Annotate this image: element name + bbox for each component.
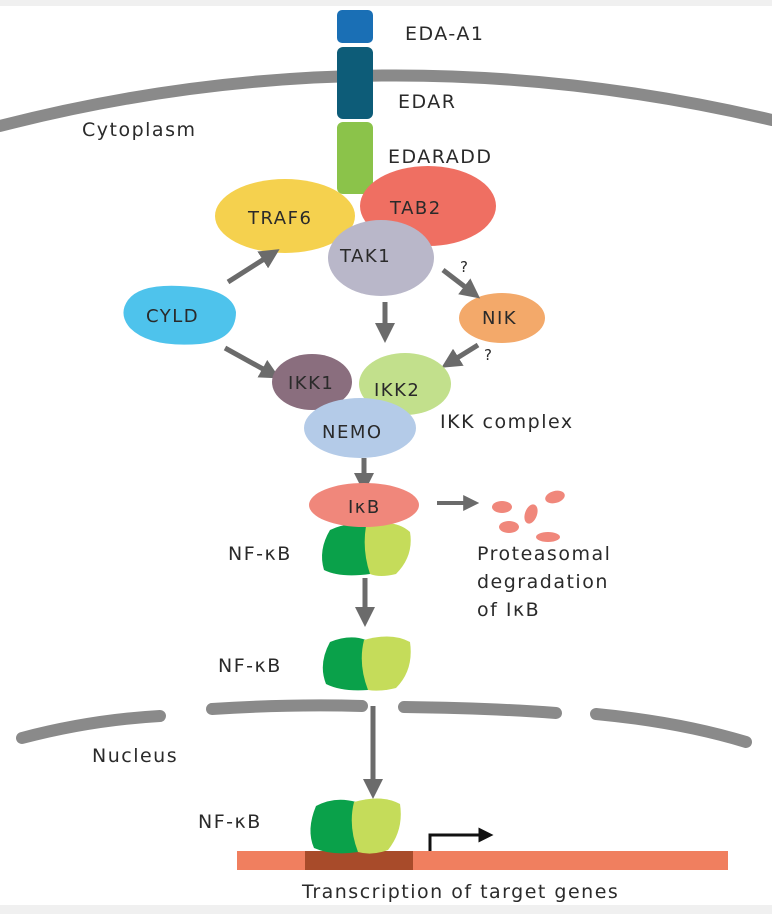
ikk1-label: IKK1 (288, 373, 334, 394)
nik-node (459, 293, 545, 343)
nfkb-dimer-cytoplasm (322, 523, 411, 576)
ikb-node (309, 483, 419, 527)
nfkb-dimer-free (322, 636, 411, 691)
arrow-tak1-to-nik (441, 268, 481, 299)
edar-receptor (337, 47, 373, 119)
transcription-label: Transcription of target genes (301, 881, 619, 903)
arrow-cyld-to-traf6 (226, 249, 280, 285)
nfkb-dimer-nuclear (310, 798, 401, 854)
proteasomal-label-line3: of IκB (477, 599, 540, 621)
question-mark-nik-ikk2: ? (484, 346, 493, 364)
edar-label: EDAR (398, 91, 457, 113)
ikk2-label: IKK2 (374, 380, 420, 401)
arrow-nik-to-ikk2 (441, 342, 480, 368)
cytoplasm-label: Cytoplasm (82, 119, 196, 141)
tak1-node (328, 220, 434, 296)
transcription-start-arrow (428, 827, 494, 851)
ikk2-node (359, 353, 451, 415)
traf6-label: TRAF6 (247, 208, 312, 229)
ikk1-node (272, 354, 352, 410)
cell-membrane (0, 69, 772, 132)
eda-a1-ligand (337, 10, 373, 43)
question-mark-tak1-nik: ? (460, 258, 469, 276)
nemo-node (304, 398, 416, 458)
nik-label: NIK (482, 308, 517, 329)
proteasomal-label-line1: Proteasomal (477, 543, 611, 565)
arrow-cyld-to-ikk1 (223, 345, 280, 379)
proteasomal-label-line2: degradation (477, 571, 609, 593)
tak1-label: TAK1 (339, 246, 391, 267)
nfkb-binding-site (305, 851, 413, 870)
nfkb-label-2: NF-κB (218, 655, 282, 677)
edaradd-adaptor (337, 122, 373, 194)
cyld-node (123, 285, 236, 345)
ikb-label: IκB (348, 497, 381, 518)
ikk-complex-label: IKK complex (440, 411, 574, 433)
nfkb-label-1: NF-κB (228, 543, 292, 565)
cyld-label: CYLD (146, 306, 199, 327)
nuclear-envelope (16, 699, 752, 748)
edaradd-label: EDARADD (388, 146, 493, 168)
nucleus-label: Nucleus (92, 745, 178, 767)
traf6-node (215, 179, 355, 253)
nfkb-label-3: NF-κB (198, 811, 262, 833)
tab2-label: TAB2 (389, 198, 442, 219)
eda-a1-label: EDA-A1 (405, 23, 484, 45)
nemo-label: NEMO (322, 422, 383, 443)
ikb-fragments (492, 490, 565, 542)
